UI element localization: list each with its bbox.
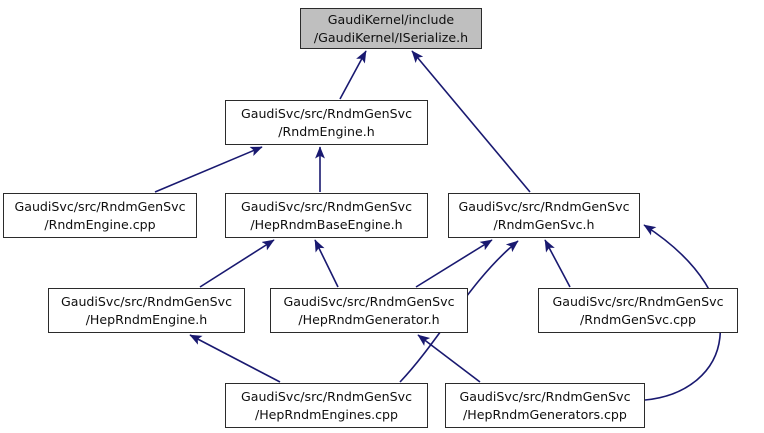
node-iserialize[interactable]: GaudiKernel/include/GaudiKernel/ISeriali… <box>300 8 482 49</box>
node-label-line2: /RndmEngine.h <box>278 123 375 139</box>
node-heprndmbaseengine_h[interactable]: GaudiSvc/src/RndmGenSvc/HepRndmBaseEngin… <box>225 193 428 238</box>
node-label-line1: GaudiSvc/src/RndmGenSvc <box>240 198 413 214</box>
node-label-line1: GaudiSvc/src/RndmGenSvc <box>552 293 724 309</box>
node-label-line2: /HepRndmGenerators.cpp <box>463 406 627 422</box>
node-label-line2: /HepRndmGenerator.h <box>298 311 440 327</box>
edge-rndmengine_cpp-to-rndmengine_h <box>154 146 263 193</box>
node-label-line1: GaudiSvc/src/RndmGenSvc <box>240 105 413 121</box>
node-rndmengine_h[interactable]: GaudiSvc/src/RndmGenSvc/RndmEngine.h <box>225 100 428 145</box>
edge-heprndmgenerator_h-to-rndmgensvc_h <box>415 239 493 288</box>
edge-rndmgensvc_cpp-to-rndmgensvc_h <box>544 239 571 288</box>
node-rndmengine_cpp[interactable]: GaudiSvc/src/RndmGenSvc/RndmEngine.cpp <box>3 193 197 238</box>
edge-rndmgensvc_h-to-iserialize <box>411 50 531 193</box>
node-label-line2: /HepRndmEngines.cpp <box>254 406 399 422</box>
node-rndmgensvc_h[interactable]: GaudiSvc/src/RndmGenSvc/RndmGenSvc.h <box>448 193 640 238</box>
node-rndmgensvc_cpp[interactable]: GaudiSvc/src/RndmGenSvc/RndmGenSvc.cpp <box>538 288 738 333</box>
node-heprndmengine_h[interactable]: GaudiSvc/src/RndmGenSvc/HepRndmEngine.h <box>48 288 245 333</box>
edge-heprndmgenerator_h-to-heprndmbaseengine_h <box>314 239 339 288</box>
node-label-line2: /HepRndmBaseEngine.h <box>250 216 403 232</box>
node-label-line2: /RndmGenSvc.cpp <box>579 311 696 327</box>
node-heprndmgenerator_h[interactable]: GaudiSvc/src/RndmGenSvc/HepRndmGenerator… <box>270 288 468 333</box>
node-heprndmengines_cpp[interactable]: GaudiSvc/src/RndmGenSvc/HepRndmEngines.c… <box>225 383 428 428</box>
node-label-line1: GaudiSvc/src/RndmGenSvc <box>60 293 233 309</box>
node-label-line2: /RndmEngine.cpp <box>44 216 156 232</box>
edge-heprndmengines_cpp-to-heprndmengine_h <box>189 334 281 383</box>
node-label-line1: GaudiKernel/include <box>327 11 455 27</box>
node-label-line1: GaudiSvc/src/RndmGenSvc <box>14 198 186 214</box>
edge-heprndmengine_h-to-heprndmbaseengine_h <box>199 239 275 288</box>
edge-heprndmgenerators_cpp-to-heprndmgenerator_h <box>417 334 481 383</box>
node-label-line1: GaudiSvc/src/RndmGenSvc <box>240 388 413 404</box>
node-label-line2: /HepRndmEngine.h <box>85 311 208 327</box>
node-heprndmgenerators_cpp[interactable]: GaudiSvc/src/RndmGenSvc/HepRndmGenerator… <box>445 383 645 428</box>
node-label-line2: /RndmGenSvc.h <box>493 216 595 232</box>
node-label-line1: GaudiSvc/src/RndmGenSvc <box>283 293 455 309</box>
node-label-line2: /GaudiKernel/ISerialize.h <box>313 29 469 45</box>
node-label-line1: GaudiSvc/src/RndmGenSvc <box>458 198 630 214</box>
edge-rndmengine_h-to-iserialize <box>339 50 367 100</box>
node-label-line1: GaudiSvc/src/RndmGenSvc <box>459 388 631 404</box>
